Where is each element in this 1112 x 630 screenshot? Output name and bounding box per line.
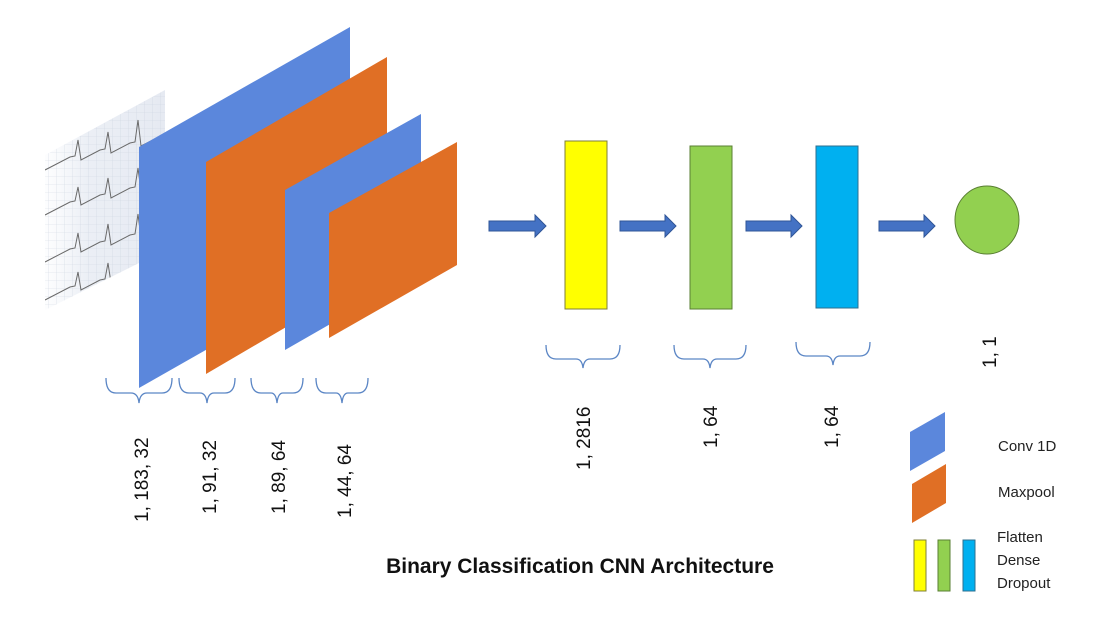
label-shape-maxpool1: 1, 91, 32 xyxy=(200,440,221,514)
maxpool-feature-map-2 xyxy=(329,142,457,338)
legend-dropout-label: Dropout xyxy=(997,575,1051,592)
arrow-to-flatten xyxy=(488,213,547,239)
brace-flatten xyxy=(545,344,621,369)
arrow-to-dense xyxy=(619,213,677,239)
legend-maxpool-swatch xyxy=(912,464,946,523)
legend-dropout-swatch xyxy=(962,539,976,592)
label-shape-maxpool2: 1, 44, 64 xyxy=(335,444,356,518)
brace-fm-3 xyxy=(250,377,304,404)
label-shape-flatten: 1, 2816 xyxy=(574,407,595,470)
diagram-title: Binary Classification CNN Architecture xyxy=(386,555,774,578)
legend-flatten-swatch xyxy=(913,539,927,592)
label-shape-output: 1, 1 xyxy=(980,336,1001,368)
arrow-to-dropout xyxy=(745,213,803,239)
legend-conv-label: Conv 1D xyxy=(998,438,1057,455)
legend-dense-swatch xyxy=(937,539,951,592)
label-shape-conv1: 1, 183, 32 xyxy=(132,437,153,522)
dropout-layer xyxy=(815,145,859,309)
legend-conv-swatch xyxy=(910,412,945,471)
label-shape-dropout: 1, 64 xyxy=(822,405,843,448)
label-shape-conv2: 1, 89, 64 xyxy=(269,440,290,514)
flatten-layer xyxy=(564,140,608,310)
dense-layer xyxy=(689,145,733,310)
brace-dense xyxy=(673,344,747,369)
legend-dense-label: Dense xyxy=(997,552,1040,569)
legend: Conv 1D Maxpool Flatten Dense Dropout xyxy=(910,412,1057,592)
brace-fm-2 xyxy=(178,377,236,404)
label-shape-dense: 1, 64 xyxy=(701,405,722,448)
brace-dropout xyxy=(795,341,871,366)
legend-flatten-label: Flatten xyxy=(997,529,1043,546)
brace-fm-1 xyxy=(105,377,173,404)
output-node xyxy=(954,185,1020,255)
arrow-to-output xyxy=(878,213,936,239)
brace-fm-4 xyxy=(315,377,369,404)
legend-maxpool-label: Maxpool xyxy=(998,484,1055,501)
